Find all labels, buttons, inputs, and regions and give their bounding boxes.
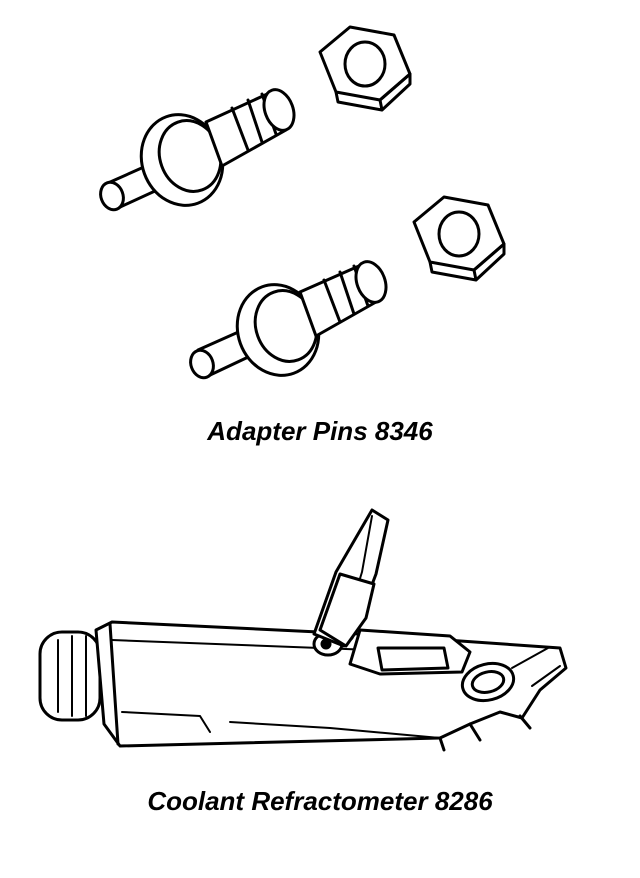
adapter-pin-upper xyxy=(97,85,299,216)
adapter-pins-caption: Adapter Pins 8346 xyxy=(207,416,433,446)
adapter-pin-lower xyxy=(187,257,391,386)
hex-nut-lower xyxy=(414,197,504,280)
coolant-refractometer xyxy=(40,510,566,750)
coolant-refractometer-caption: Coolant Refractometer 8286 xyxy=(147,786,493,816)
hex-nut-upper xyxy=(320,27,410,110)
